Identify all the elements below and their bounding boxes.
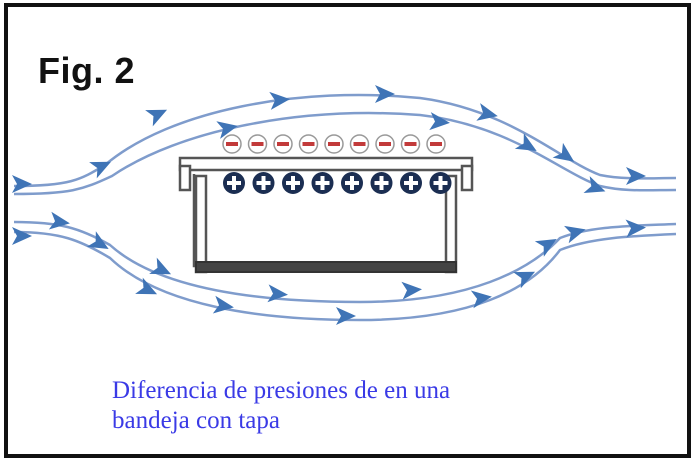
negative-charge (400, 134, 421, 154)
positive-charge (223, 172, 245, 194)
airflow-lines (13, 93, 677, 322)
negative-charge (298, 134, 319, 154)
positive-charge (341, 172, 363, 194)
flow-arrow (48, 211, 70, 230)
flow-arrow (375, 85, 395, 103)
negative-charge (375, 134, 395, 154)
airflow-line (13, 230, 677, 322)
tray-lid-lip-right (460, 164, 474, 192)
negative-charges (222, 134, 446, 154)
flow-arrow (267, 284, 288, 303)
caption-line: Diferencia de presiones de en una (112, 377, 451, 404)
flow-arrow (86, 231, 109, 249)
negative-charge (273, 134, 293, 154)
flow-arrow (552, 142, 575, 162)
flow-arrow (12, 227, 32, 245)
flow-arrow (401, 281, 422, 300)
flow-arrow (135, 277, 158, 295)
flow-arrow (429, 112, 450, 131)
flow-arrow (625, 219, 646, 238)
positive-charge (282, 172, 304, 194)
flow-arrow (513, 271, 536, 289)
flow-arrow (514, 133, 537, 151)
tray-base (195, 261, 457, 273)
flow-arrow (534, 239, 557, 257)
positive-charge (400, 172, 422, 194)
flow-arrow (626, 167, 646, 185)
flow-arrows (12, 85, 646, 325)
tray-lid (178, 156, 474, 172)
flow-arrow (269, 91, 290, 110)
negative-charge (349, 134, 370, 154)
flow-arrow (583, 176, 606, 194)
negative-charge (426, 134, 446, 154)
positive-charge (252, 172, 275, 194)
flow-arrow (470, 290, 492, 309)
tray-side-left (194, 174, 208, 274)
positive-charge (370, 172, 393, 194)
airflow-line (13, 111, 677, 196)
flow-arrow (216, 121, 238, 139)
negative-charge (222, 134, 242, 154)
flow-arrow (149, 257, 172, 275)
tray-with-lid (178, 156, 474, 274)
flow-arrow (336, 307, 356, 325)
caption-line: bandeja con tapa (112, 407, 280, 434)
positive-charges (223, 172, 452, 194)
flow-arrow (145, 109, 168, 127)
figure-caption: Diferencia de presiones de en una bandej… (112, 376, 632, 436)
negative-charge (247, 134, 268, 154)
flow-arrow (564, 225, 586, 244)
flow-arrow (89, 161, 112, 179)
positive-charge (429, 172, 452, 194)
figure-title: Fig. 2 (38, 50, 136, 91)
flow-arrow (212, 295, 234, 314)
airflow-line (13, 93, 677, 188)
positive-charge (311, 172, 334, 194)
flow-arrow (476, 103, 498, 121)
negative-charge (324, 134, 344, 154)
tray-lid-lip-left (178, 164, 192, 192)
flow-arrow (12, 175, 32, 193)
